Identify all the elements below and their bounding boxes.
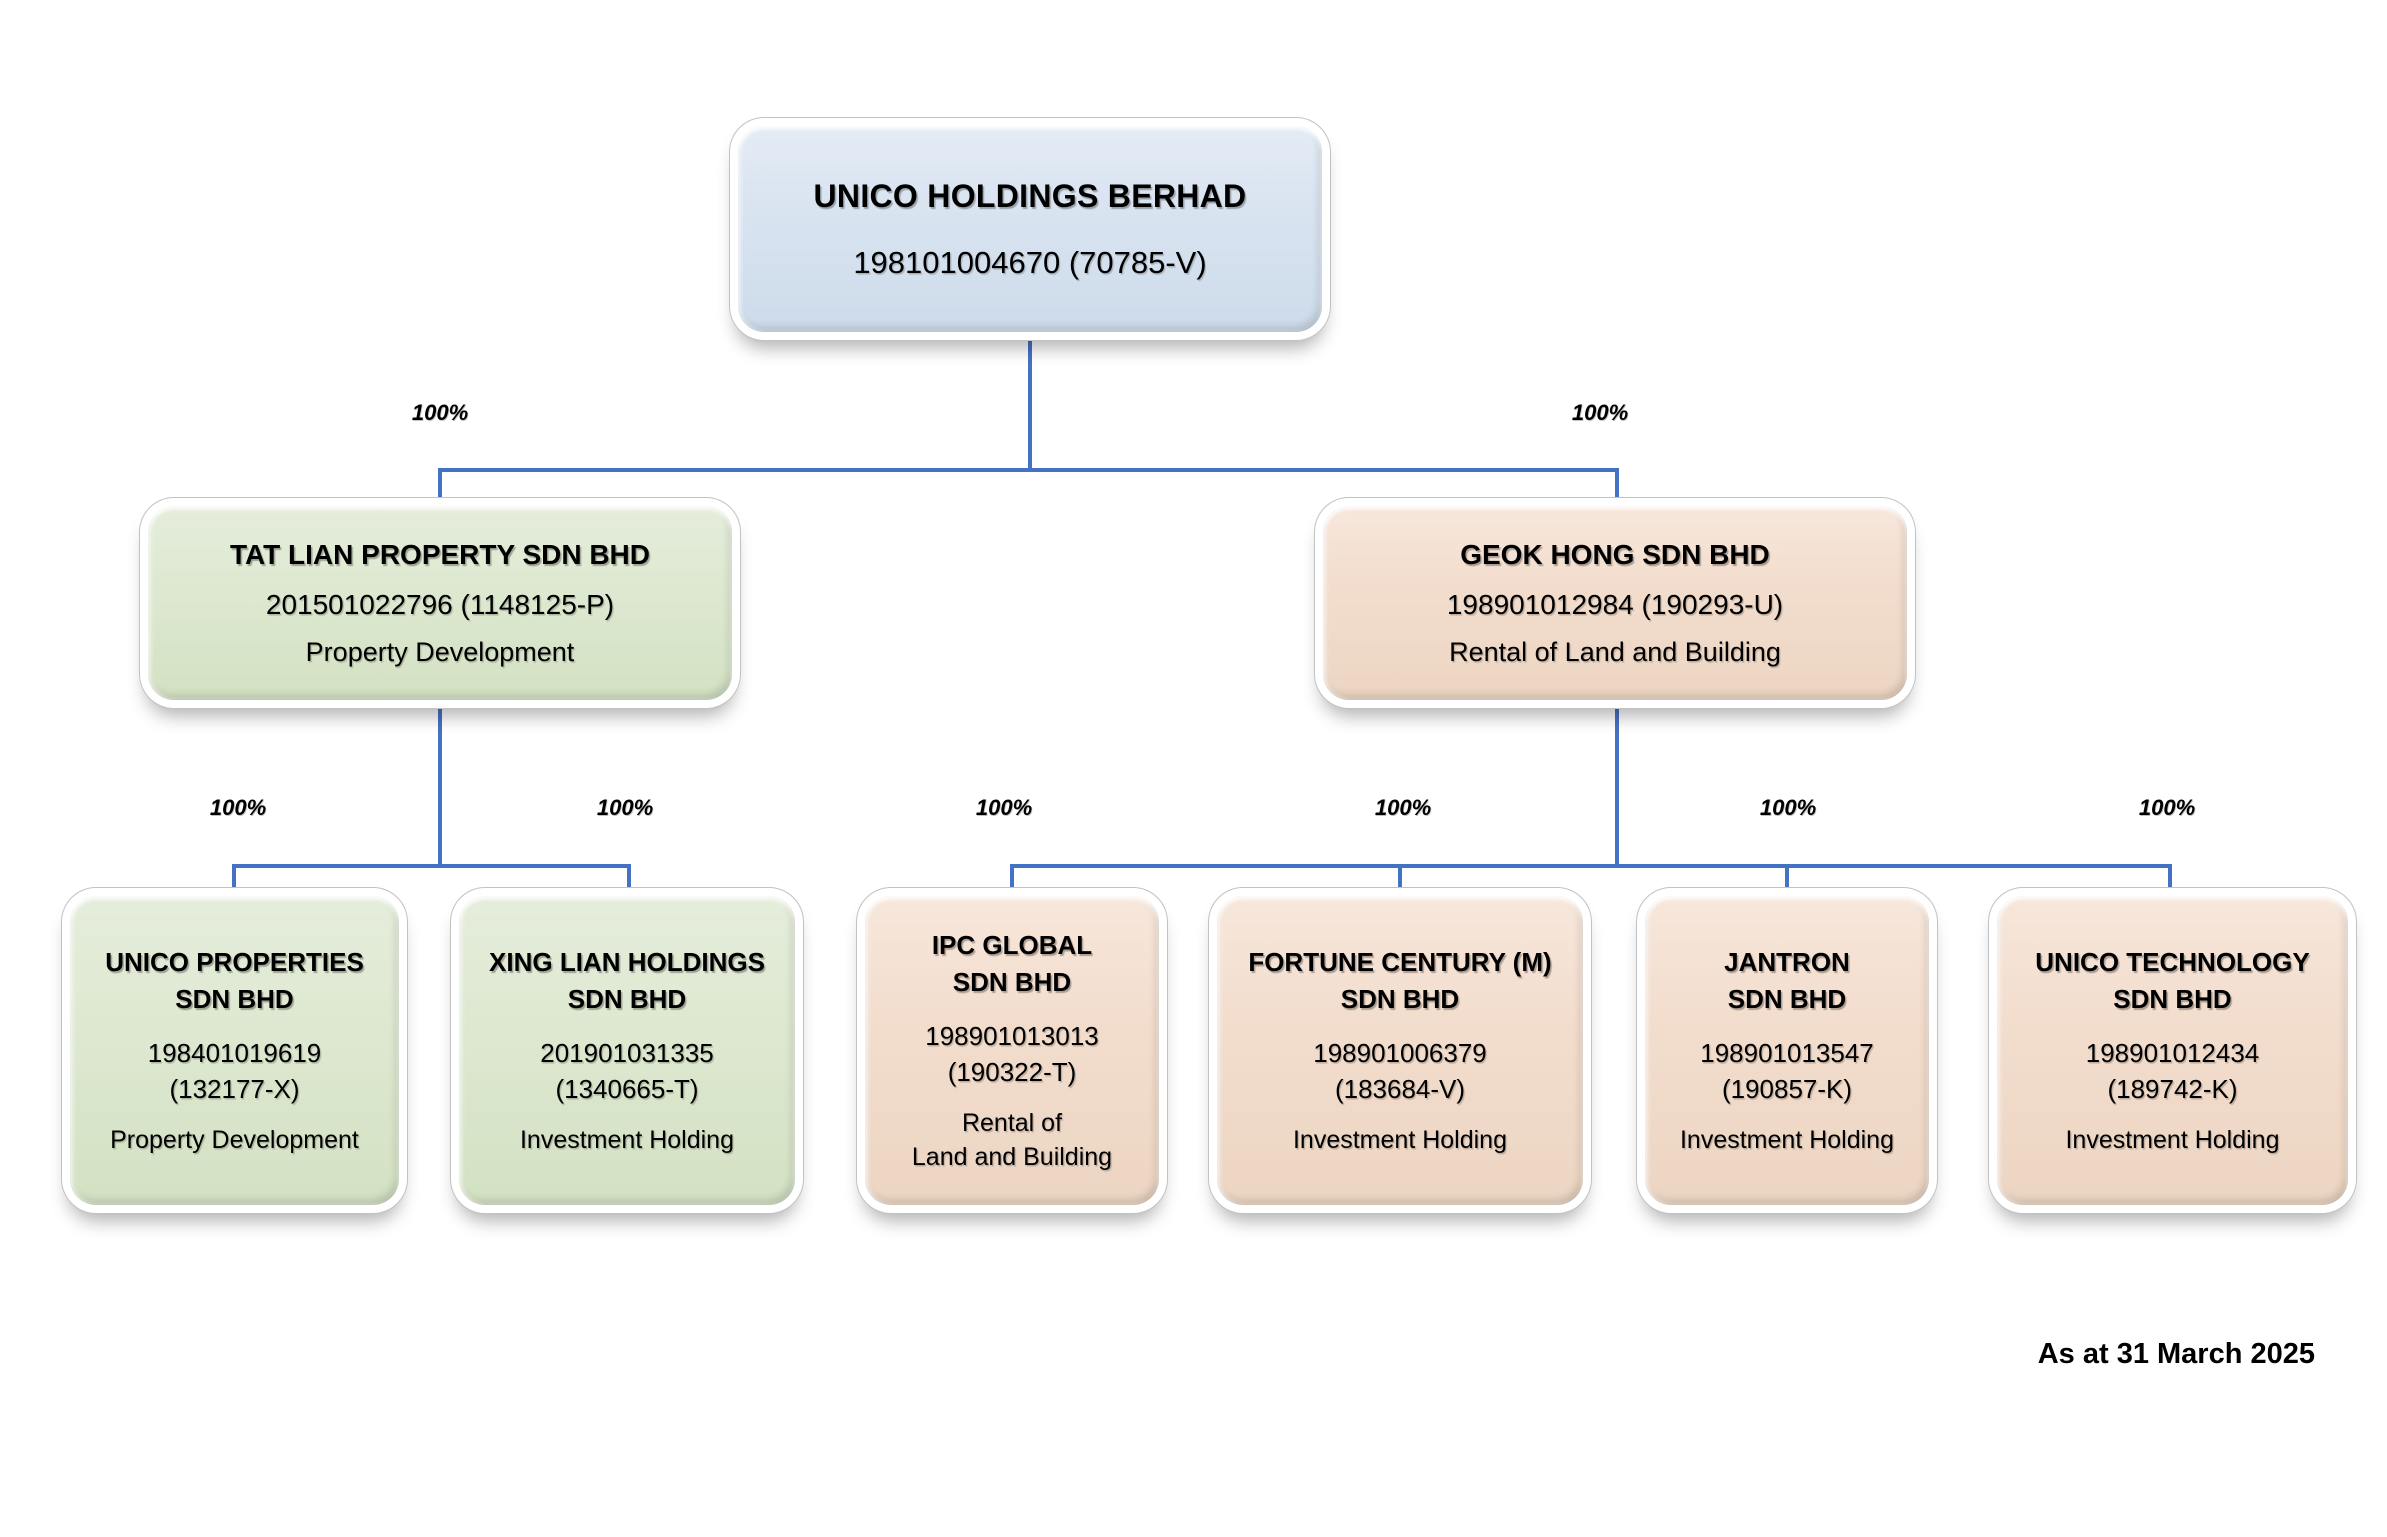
company-name: IPC GLOBAL SDN BHD: [931, 929, 1093, 998]
company-reg-no: 201501022796 (1148125-P): [265, 588, 615, 620]
connector-drop-unico-properties: [232, 864, 236, 890]
connector-drop-xing-lian: [627, 864, 631, 890]
connector-drop-tat-lian: [438, 468, 442, 500]
company-name: XING LIAN HOLDINGS SDN BHD: [489, 946, 765, 1015]
company-activity: Rental of Land and Building: [911, 1108, 1113, 1171]
connector-root-stem: [1028, 338, 1032, 470]
company-name: UNICO TECHNOLOGY SDN BHD: [2035, 946, 2310, 1015]
company-activity: Investment Holding: [1292, 1125, 1507, 1154]
company-name: UNICO HOLDINGS BERHAD: [813, 177, 1247, 214]
company-reg-no: 198401019619 (132177-X): [147, 1037, 322, 1105]
company-reg-no: 198901012434 (189742-K): [2085, 1037, 2260, 1105]
org-node-unico-holdings: UNICO HOLDINGS BERHAD 198101004670 (7078…: [730, 118, 1330, 340]
ownership-label-geok-hong: 100%: [1571, 400, 1629, 425]
connector-drop-unico-technology: [2168, 864, 2172, 890]
org-node-xing-lian-holdings: XING LIAN HOLDINGS SDN BHD 201901031335 …: [451, 888, 803, 1213]
connector-level1-rail: [438, 468, 1619, 472]
company-activity: Rental of Land and Building: [1449, 636, 1781, 667]
company-activity: Investment Holding: [2065, 1125, 2280, 1154]
company-activity: Property Development: [110, 1125, 359, 1154]
company-reg-no: 198901013013 (190322-T): [925, 1021, 1099, 1088]
company-activity: Property Development: [305, 636, 575, 667]
ownership-label-unico-properties: 100%: [209, 795, 267, 820]
ownership-label-ipc-global: 100%: [975, 795, 1033, 820]
org-node-tat-lian-property: TAT LIAN PROPERTY SDN BHD 201501022796 (…: [140, 498, 740, 708]
connector-tat-lian-rail: [232, 864, 631, 868]
company-reg-no: 198901006379 (183684-V): [1313, 1037, 1487, 1105]
connector-drop-jantron: [1785, 864, 1789, 890]
company-reg-no: 198901012984 (190293-U): [1446, 588, 1784, 620]
company-reg-no: 198101004670 (70785-V): [853, 244, 1207, 280]
connector-geok-hong-stem: [1615, 706, 1619, 868]
ownership-label-jantron: 100%: [1759, 795, 1817, 820]
company-name: TAT LIAN PROPERTY SDN BHD: [229, 538, 650, 570]
company-reg-no: 198901013547 (190857-K): [1700, 1037, 1874, 1105]
connector-drop-fortune-century: [1398, 864, 1402, 890]
connector-geok-hong-rail: [1010, 864, 2172, 868]
org-node-unico-technology: UNICO TECHNOLOGY SDN BHD 198901012434 (1…: [1989, 888, 2356, 1213]
company-activity: Investment Holding: [1679, 1125, 1894, 1154]
org-node-geok-hong: GEOK HONG SDN BHD 198901012984 (190293-U…: [1315, 498, 1915, 708]
ownership-label-unico-technology: 100%: [2138, 795, 2196, 820]
company-activity: Investment Holding: [519, 1125, 734, 1154]
company-name: FORTUNE CENTURY (M) SDN BHD: [1248, 946, 1552, 1015]
company-name: GEOK HONG SDN BHD: [1460, 538, 1770, 570]
org-node-ipc-global: IPC GLOBAL SDN BHD 198901013013 (190322-…: [857, 888, 1167, 1213]
ownership-label-tat-lian: 100%: [411, 400, 469, 425]
as-at-date-label: As at 31 March 2025: [2037, 1338, 2315, 1370]
org-node-fortune-century: FORTUNE CENTURY (M) SDN BHD 198901006379…: [1209, 888, 1591, 1213]
org-node-jantron: JANTRON SDN BHD 198901013547 (190857-K) …: [1637, 888, 1937, 1213]
org-node-unico-properties: UNICO PROPERTIES SDN BHD 198401019619 (1…: [62, 888, 407, 1213]
company-name: JANTRON SDN BHD: [1724, 946, 1850, 1015]
ownership-label-fortune-century: 100%: [1374, 795, 1432, 820]
company-reg-no: 201901031335 (1340665-T): [540, 1037, 714, 1105]
company-name: UNICO PROPERTIES SDN BHD: [105, 946, 364, 1015]
ownership-label-xing-lian: 100%: [596, 795, 654, 820]
connector-drop-geok-hong: [1615, 468, 1619, 500]
connector-tat-lian-stem: [438, 706, 442, 868]
connector-drop-ipc-global: [1010, 864, 1014, 890]
